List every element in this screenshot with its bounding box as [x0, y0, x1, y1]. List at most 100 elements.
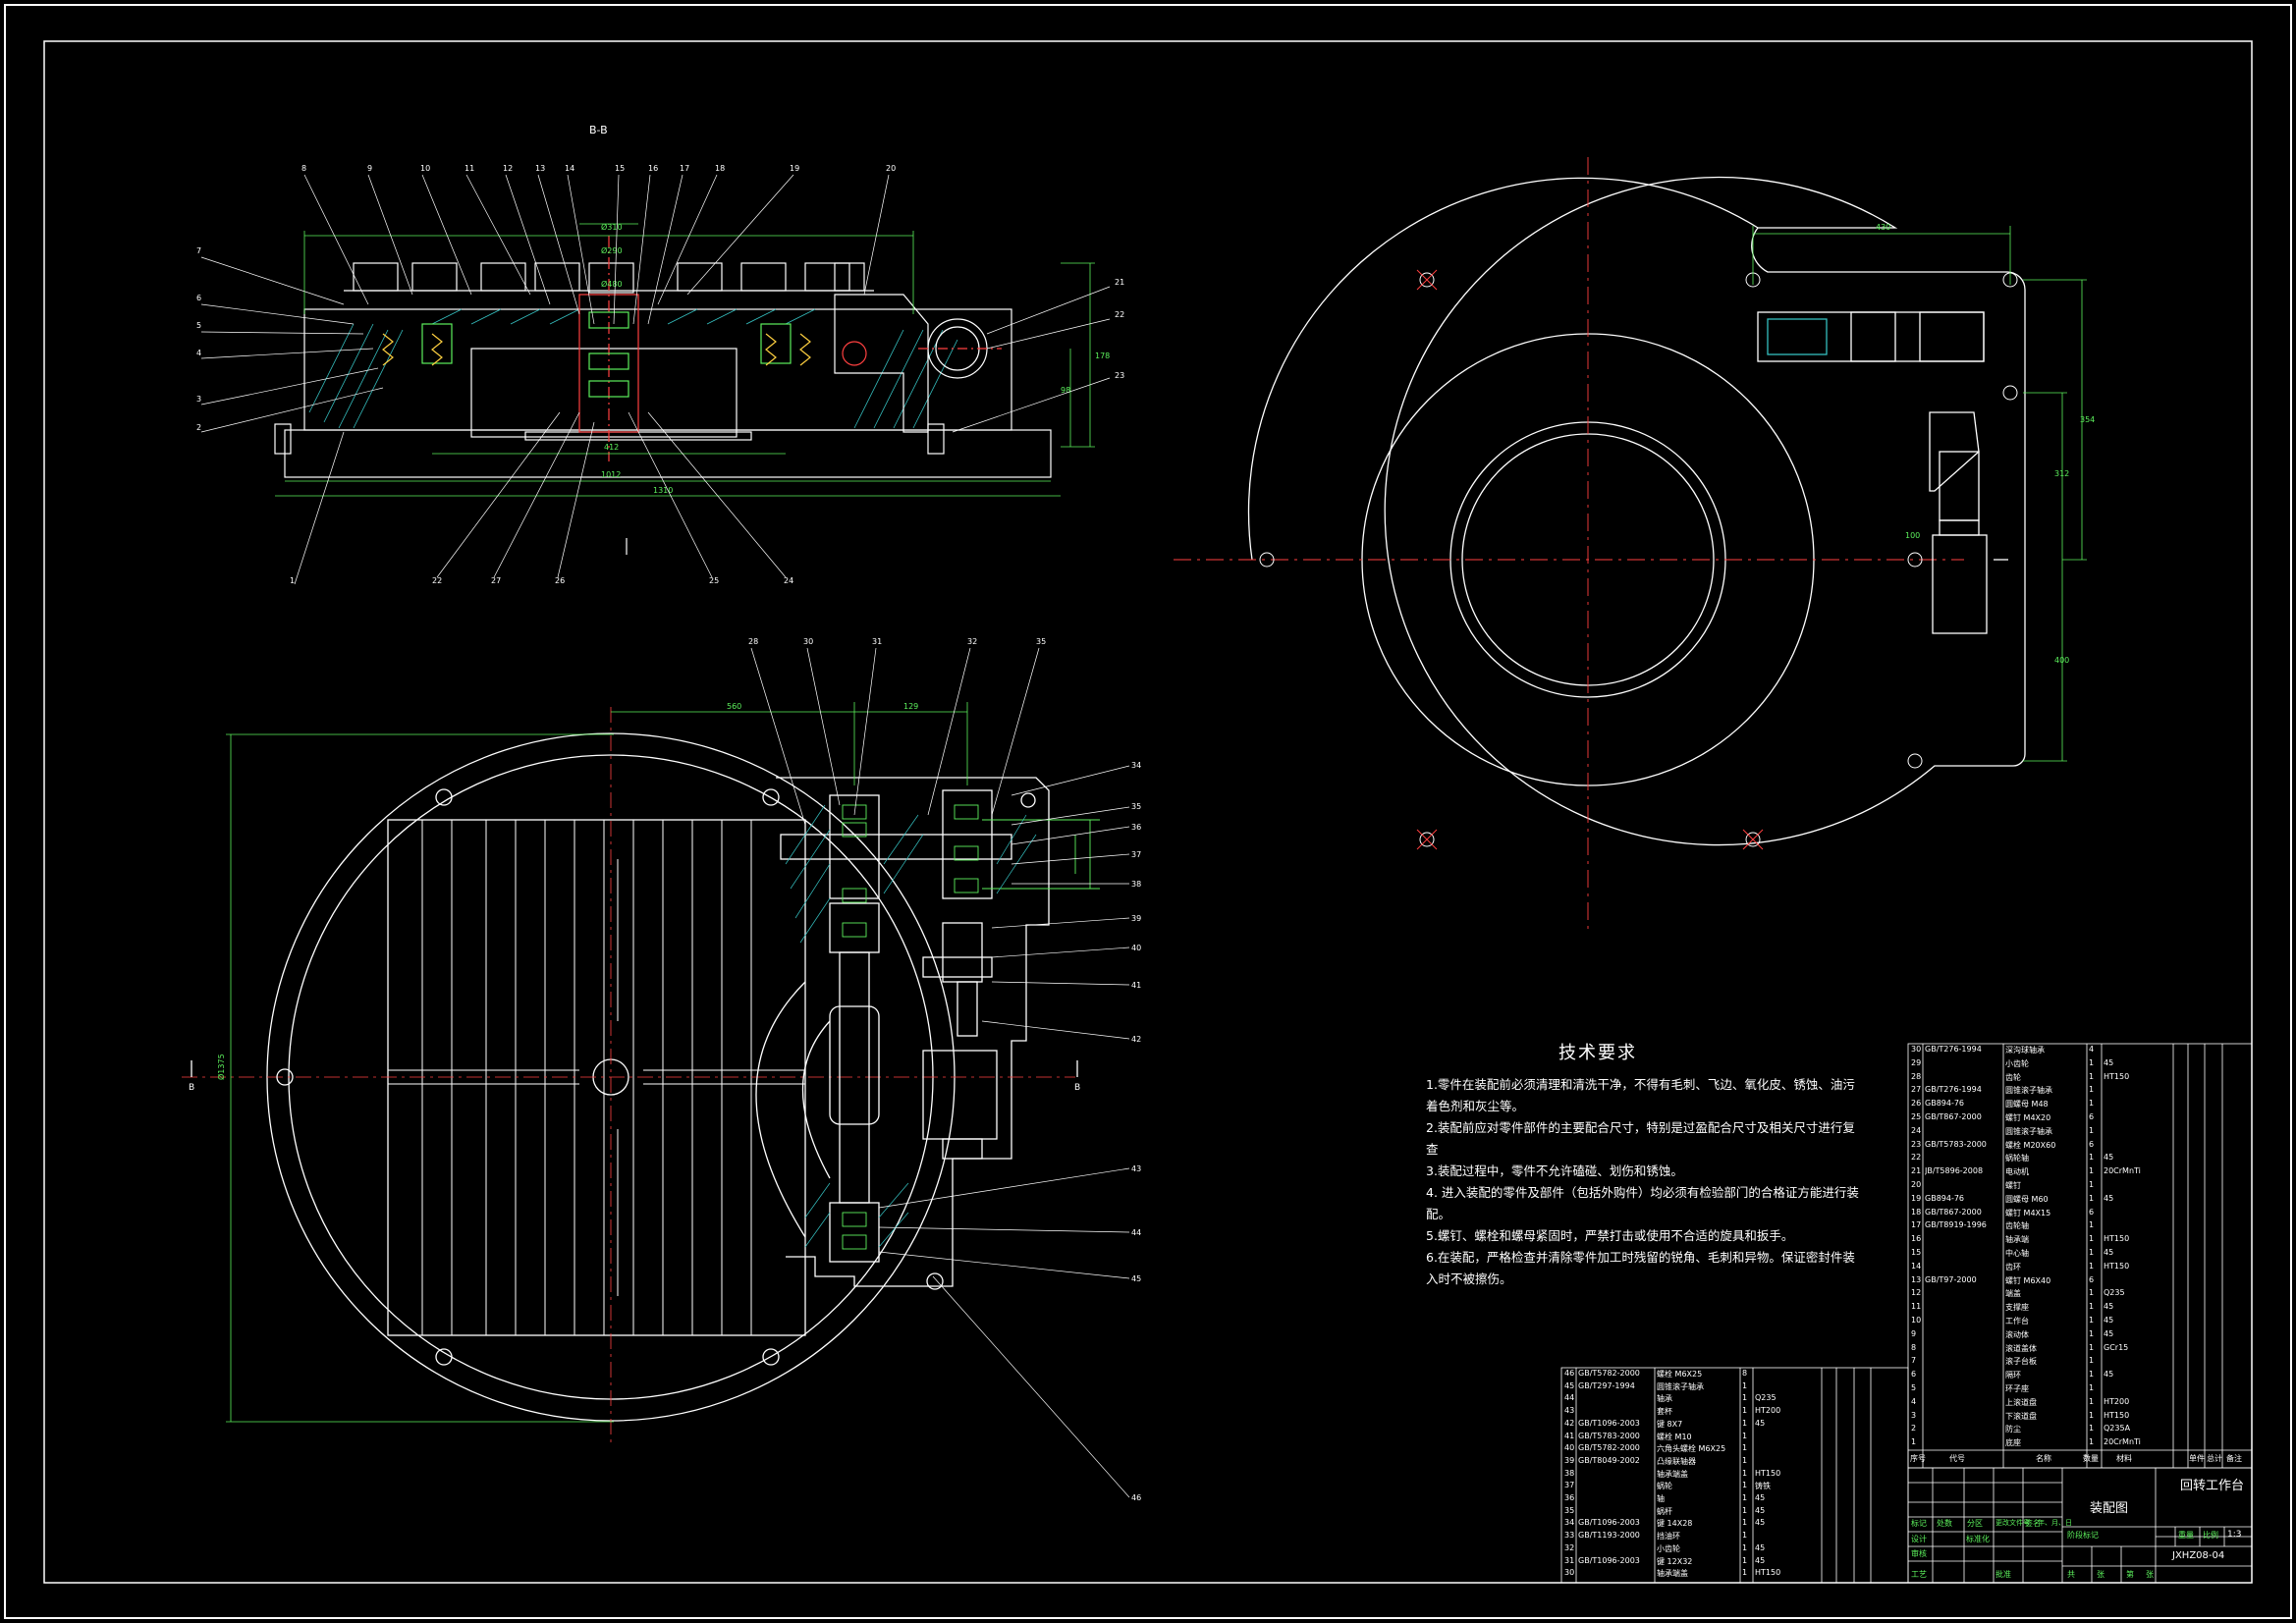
technical-requirements: 技术要求 1.零件在装配前必须清理和清洗干净，不得有毛刺、飞边、氧化皮、锈蚀、油… — [1426, 1039, 1859, 1290]
parts-cell: 20 — [1911, 1180, 1922, 1189]
sheet-unit-b: 张 — [2146, 1570, 2154, 1579]
parts-cell: GB/T1096-2003 — [1578, 1518, 1640, 1528]
parts-cell: 26 — [1911, 1099, 1922, 1109]
parts-cell: 小齿轮 — [1657, 1543, 1680, 1553]
dim-310: Ø310 — [601, 222, 623, 232]
callout: 23 — [1115, 371, 1124, 380]
parts-cell: 6 — [2089, 1112, 2095, 1121]
outer-frame — [4, 4, 2292, 1619]
header-qty: 数量 — [2083, 1454, 2099, 1463]
tech-req-line: 查 — [1426, 1142, 1439, 1157]
section-title: B-B — [589, 124, 608, 136]
parts-cell: 6 — [1911, 1370, 1917, 1380]
parts-cell: GB894-76 — [1925, 1193, 1965, 1203]
parts-cell: 1 — [2089, 1370, 2095, 1380]
parts-cell: 1 — [2089, 1071, 2095, 1081]
header-material: 材料 — [2116, 1454, 2132, 1463]
parts-cell: 10 — [1911, 1316, 1922, 1325]
outline-dimensions — [1752, 226, 2087, 762]
parts-cell: 轴承端 — [2005, 1235, 2029, 1245]
parts-cell: 小齿轮 — [2005, 1058, 2029, 1068]
callout: 14 — [565, 164, 574, 173]
parts-cell: 20CrMnTi — [2104, 1437, 2141, 1447]
parts-cell: 37 — [1564, 1481, 1575, 1490]
parts-cell: 支撑座 — [2005, 1303, 2029, 1313]
section-marker-b-left: B — [189, 1083, 194, 1093]
parts-cell: GB/T8049-2002 — [1578, 1455, 1640, 1465]
parts-cell: Q235A — [2104, 1424, 2131, 1434]
dim-129: 129 — [903, 702, 918, 711]
parts-cell: 5 — [1911, 1383, 1917, 1392]
parts-cell: HT150 — [1755, 1468, 1781, 1478]
parts-cell: GB/T297-1994 — [1578, 1380, 1635, 1390]
parts-cell: 端盖 — [2005, 1289, 2021, 1299]
parts-cell: 1 — [2089, 1261, 2095, 1271]
dim-480: Ø480 — [601, 279, 623, 289]
parts-cell: 24 — [1911, 1125, 1922, 1135]
header-remark: 备注 — [2226, 1454, 2242, 1463]
parts-cell: 45 — [1755, 1505, 1766, 1515]
parts-cell: 1 — [1742, 1455, 1748, 1465]
callout: 15 — [615, 164, 625, 173]
parts-cell: 铸铁 — [1755, 1482, 1771, 1491]
dim-1375: Ø1375 — [216, 1054, 226, 1080]
parts-cell: 1 — [1742, 1418, 1748, 1428]
parts-cell: HT150 — [2104, 1410, 2130, 1420]
parts-cell: 46 — [1564, 1369, 1575, 1378]
header-name: 名称 — [2036, 1454, 2051, 1463]
parts-cell: 1 — [1742, 1406, 1748, 1416]
parts-cell: 螺栓 M20X60 — [2005, 1140, 2056, 1150]
dim-100: 100 — [1905, 531, 1920, 540]
parts-cell: 齿环 — [2005, 1262, 2021, 1271]
role-review: 审核 — [1911, 1549, 1927, 1558]
parts-cell: 1 — [2089, 1356, 2095, 1366]
callout: 39 — [1131, 914, 1141, 923]
plan-hatch — [785, 804, 1037, 1248]
parts-cell: 14 — [1911, 1261, 1922, 1271]
stage-mark: 阶段标记 — [2067, 1531, 2099, 1540]
parts-cell: 45 — [1755, 1555, 1766, 1565]
parts-cell: 1 — [2089, 1085, 2095, 1095]
tech-req-line: 4. 进入装配的零件及部件（包括外购件）均必须有检验部门的合格证方能进行装 — [1426, 1185, 1859, 1200]
outline-dim-text: 430 100 312 354 400 — [1876, 223, 2095, 665]
parts-cell: GCr15 — [2104, 1342, 2129, 1352]
parts-cell: 轴承端盖 — [1657, 1469, 1688, 1479]
callout: 43 — [1131, 1164, 1141, 1173]
parts-header: 序号 代号 名称 数量 材料 单件 总计 备注 — [1910, 1453, 2250, 1467]
parts-cell: GB/T276-1994 — [1925, 1045, 1982, 1054]
parts-cell: 45 — [2104, 1153, 2114, 1163]
parts-cell: 1 — [2089, 1302, 2095, 1312]
callout: 32 — [967, 637, 977, 646]
parts-cell: 上滚道盘 — [2005, 1397, 2037, 1407]
tech-req-line: 着色剂和灰尘等。 — [1426, 1099, 1525, 1113]
parts-cell: 32 — [1564, 1542, 1575, 1552]
parts-cell: 1 — [2089, 1383, 2095, 1392]
parts-cell: 1 — [1742, 1468, 1748, 1478]
callout: 38 — [1131, 880, 1141, 889]
parts-cell: 1 — [2089, 1437, 2095, 1447]
revision-label-count: 处数 — [1937, 1519, 1952, 1528]
top-dim-text: Ø310 Ø290 Ø480 412 1012 1310 178 98 — [601, 222, 1110, 495]
parts-cell: 键 8X7 — [1657, 1419, 1683, 1429]
parts-cell: 35 — [1564, 1505, 1575, 1515]
callout: 12 — [503, 164, 513, 173]
parts-cell: 键 12X32 — [1657, 1556, 1693, 1566]
